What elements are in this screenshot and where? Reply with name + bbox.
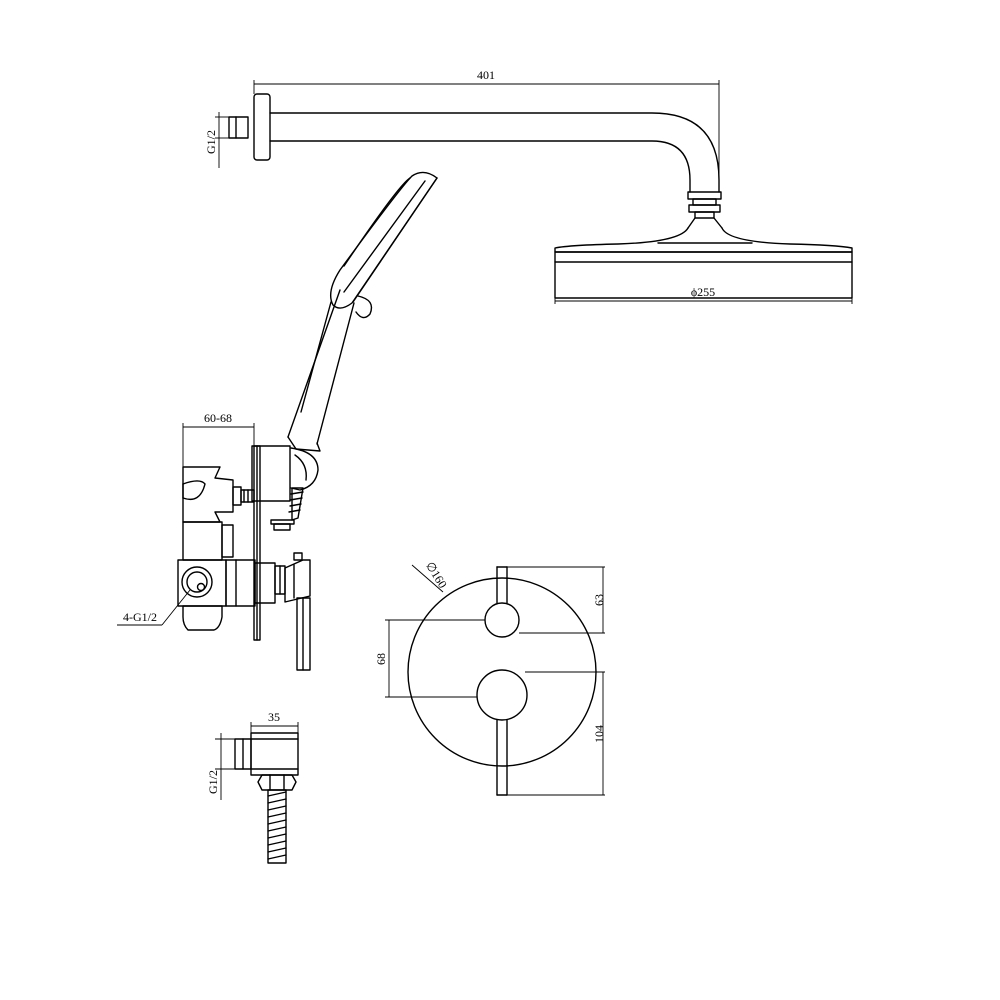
label-handle-spacing: 68 [374, 653, 388, 665]
label-head-diameter: ϕ255 [691, 285, 715, 299]
rain-shower-head [554, 227, 853, 299]
label-elbow-thread: G1/2 [206, 770, 220, 794]
holder-and-hose-outlet [251, 445, 319, 531]
hand-shower [287, 171, 438, 452]
valve-lever-handle [274, 552, 311, 671]
dimension-labels: 401 G1/2 ϕ255 60-68 4-G1/2 35 G1/2 ∅160 … [123, 68, 715, 794]
dimension-lines [117, 80, 853, 800]
label-valve-ports: 4-G1/2 [123, 610, 157, 624]
shower-arm [228, 93, 723, 229]
label-bottom-handle-height: 104 [592, 725, 606, 743]
concealed-valve-body [177, 445, 276, 641]
valve-plate-front [407, 566, 597, 796]
label-arm-thread: G1/2 [204, 130, 218, 154]
label-elbow-width: 35 [268, 710, 280, 724]
label-plate-diameter: ∅160 [423, 559, 450, 591]
elbow-hose-outlet [234, 732, 299, 864]
label-top-handle-height: 63 [592, 594, 606, 606]
label-valve-depth: 60-68 [204, 411, 232, 425]
label-arm-length: 401 [477, 68, 495, 82]
